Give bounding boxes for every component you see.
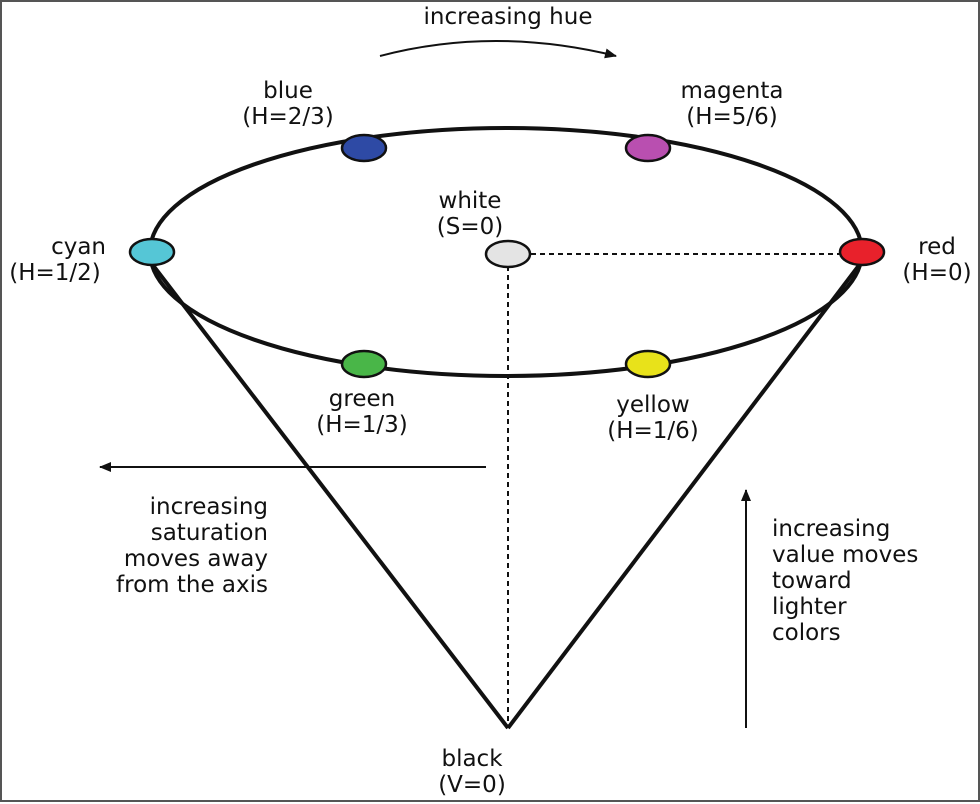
value-line-5: colors: [772, 620, 841, 646]
red-dot: [838, 237, 886, 267]
yellow-value: (H=1/6): [607, 418, 699, 444]
saturation-line-4: from the axis: [116, 572, 268, 598]
cone-right-edge: [506, 262, 862, 730]
value-line-2: value moves: [772, 542, 919, 568]
black-value: (V=0): [438, 772, 506, 798]
cyan-name: cyan: [51, 234, 106, 260]
saturation-annotation: increasing saturation moves away from th…: [62, 494, 268, 598]
white-label: white (S=0): [412, 188, 528, 240]
magenta-label: magenta (H=5/6): [666, 78, 798, 130]
red-name: red: [918, 234, 956, 260]
blue-label: blue (H=2/3): [226, 78, 350, 130]
saturation-line-2: saturation: [150, 520, 268, 546]
saturation-line-3: moves away: [123, 546, 268, 572]
cyan-dot: [128, 237, 176, 267]
magenta-name: magenta: [680, 78, 784, 104]
diagram-title: increasing hue: [388, 4, 628, 30]
value-line-3: toward: [772, 568, 852, 594]
white-name: white: [438, 188, 502, 214]
value-line-1: increasing: [772, 516, 891, 542]
magenta-dot: [624, 133, 672, 163]
yellow-label: yellow (H=1/6): [590, 392, 716, 444]
blue-name: blue: [263, 78, 313, 104]
saturation-line-1: increasing: [149, 494, 268, 520]
white-value: (S=0): [436, 214, 504, 240]
green-dot: [340, 349, 388, 379]
red-label: red (H=0): [894, 234, 980, 286]
blue-dot: [340, 133, 388, 163]
green-label: green (H=1/3): [298, 386, 426, 438]
yellow-name: yellow: [616, 392, 690, 418]
magenta-value: (H=5/6): [686, 104, 778, 130]
cyan-label: cyan (H=1/2): [0, 234, 110, 286]
cone-left-edge: [150, 262, 510, 730]
green-name: green: [328, 386, 396, 412]
black-label: black (V=0): [422, 746, 522, 798]
yellow-dot: [624, 349, 672, 379]
red-value: (H=0): [902, 260, 972, 286]
black-name: black: [441, 746, 503, 772]
blue-value: (H=2/3): [242, 104, 334, 130]
cyan-value: (H=1/2): [9, 260, 101, 286]
white-dot: [484, 239, 532, 269]
value-annotation: increasing value moves toward lighter co…: [772, 516, 972, 646]
green-value: (H=1/3): [316, 412, 408, 438]
value-line-4: lighter: [772, 594, 847, 620]
increasing-hue-arrow: [379, 40, 617, 59]
title-text: increasing hue: [423, 4, 593, 30]
